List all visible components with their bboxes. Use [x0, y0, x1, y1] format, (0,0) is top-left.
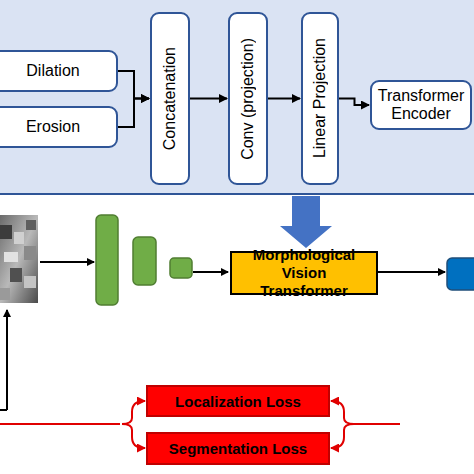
node-label: Conv (projection)	[239, 38, 257, 160]
decoder-block	[447, 258, 474, 290]
flow-arrow	[40, 261, 94, 263]
loss-box: Localization Loss	[146, 385, 330, 417]
node-label: Localization Loss	[175, 393, 301, 410]
node-label: Erosion	[26, 118, 80, 136]
flow-connector	[190, 98, 227, 100]
process-bar: Linear Projection	[301, 12, 339, 185]
loss-arrow	[138, 400, 145, 402]
encoder-block	[133, 237, 156, 285]
flow-connector	[118, 99, 149, 128]
node-label: Segmentation Loss	[169, 440, 307, 457]
operation-box: Dilation	[0, 50, 118, 92]
encoder-block	[96, 215, 118, 305]
node-label: Morphological Vision Transformer	[236, 246, 372, 300]
flow-connector	[118, 71, 149, 99]
flow-arrow	[378, 271, 445, 273]
node-label: Linear Projection	[311, 38, 329, 158]
feedback-line	[0, 409, 7, 411]
operation-box: Erosion	[0, 106, 118, 148]
transformer-box: Morphological Vision Transformer	[230, 251, 378, 295]
node-label: Dilation	[26, 62, 79, 80]
node-label: Transformer Encoder	[372, 87, 470, 123]
encoder-box: Transformer Encoder	[370, 80, 472, 130]
loss-arrow	[138, 447, 145, 449]
process-bar: Concatenation	[150, 12, 190, 185]
encoder-block	[170, 258, 192, 278]
process-bar: Conv (projection)	[228, 12, 268, 185]
flow-connector	[268, 98, 300, 100]
flow-arrow	[193, 271, 228, 273]
loss-arrow	[331, 447, 338, 449]
feedback-arrow	[6, 310, 8, 410]
module-panel	[0, 0, 474, 194]
loss-arrow	[331, 400, 338, 402]
flow-connector	[339, 99, 369, 106]
node-label: Concatenation	[161, 47, 179, 150]
loss-box: Segmentation Loss	[146, 432, 330, 465]
expand-arrow	[280, 196, 332, 248]
input-image-patch	[0, 215, 38, 303]
